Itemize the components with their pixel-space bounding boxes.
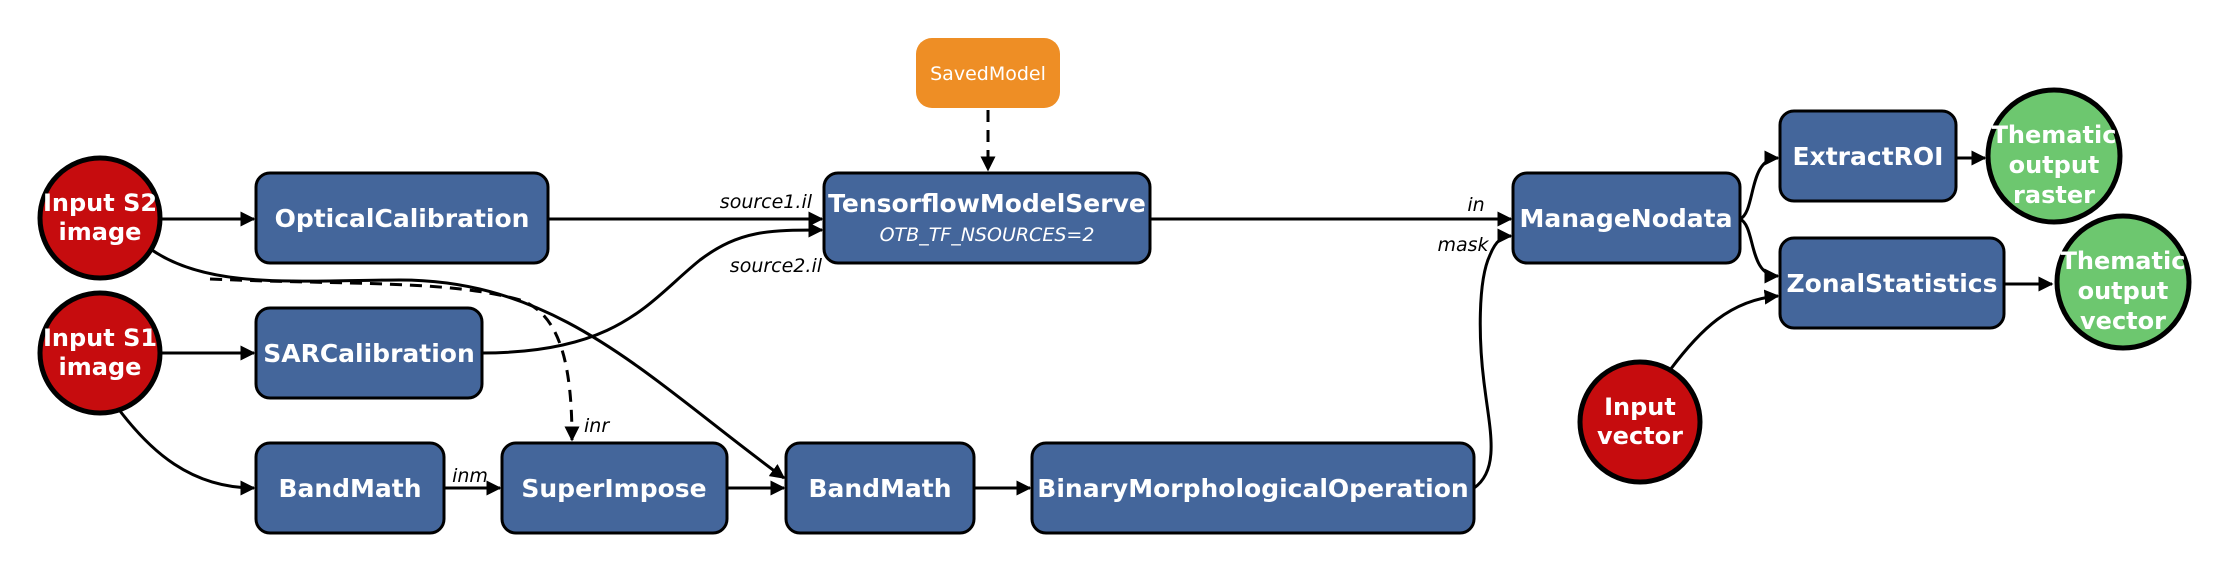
bandmath-1-node: BandMath — [254, 441, 446, 535]
edge-label-source1: source1.il — [720, 191, 813, 213]
output-raster-label-line3: raster — [2013, 181, 2095, 209]
input-s2-node: Input S2 image — [37, 155, 163, 281]
edge-binmorph-to-managenodata — [1473, 228, 1513, 490]
input-s2-label-line1: Input S2 — [43, 189, 157, 217]
saved-model-label: SavedModel — [930, 63, 1046, 85]
edge-s2-to-superimpose-dashed — [209, 277, 580, 442]
output-vector-label-line1: Thematic — [2061, 247, 2186, 275]
manage-nodata-node: ManageNodata — [1511, 171, 1742, 265]
superimpose-label: SuperImpose — [521, 474, 706, 503]
superimpose-node: SuperImpose — [500, 441, 729, 535]
edge-label-inm: inm — [452, 465, 488, 487]
bandmath-2-node: BandMath — [784, 441, 976, 535]
input-vector-label-line2: vector — [1597, 422, 1683, 450]
optical-calibration-label: OpticalCalibration — [275, 204, 530, 233]
extract-roi-label: ExtractROI — [1793, 142, 1944, 171]
edge-label-source2: source2.il — [730, 255, 823, 277]
edge-labels: source1.il source2.il in mask inr inm — [452, 191, 1489, 487]
tf-model-serve-sublabel: OTB_TF_NSOURCES=2 — [880, 224, 1095, 246]
bandmath-2-label: BandMath — [808, 474, 951, 503]
output-raster-node: Thematic output raster — [1985, 87, 2123, 225]
input-s1-node: Input S1 image — [37, 290, 163, 416]
input-vector-label-line1: Input — [1604, 393, 1676, 421]
output-raster-label-line1: Thematic — [1992, 121, 2117, 149]
output-vector-node: Thematic output vector — [2054, 213, 2192, 351]
manage-nodata-label: ManageNodata — [1520, 204, 1733, 233]
input-s1-label-line2: image — [59, 353, 142, 381]
zonal-statistics-label: ZonalStatistics — [1787, 269, 1998, 298]
sar-calibration-node: SARCalibration — [254, 306, 484, 400]
edge-managenodata-to-extractroi — [1739, 150, 1780, 221]
output-raster-label-line2: output — [2009, 151, 2100, 179]
bandmath-1-label: BandMath — [278, 474, 421, 503]
input-vector-node: Input vector — [1577, 359, 1703, 485]
edge-managenodata-to-zonal — [1739, 217, 1780, 284]
sar-calibration-label: SARCalibration — [263, 339, 475, 368]
edges — [118, 110, 2054, 496]
edge-label-in: in — [1467, 194, 1484, 216]
tf-model-serve-node: TensorflowModelServe OTB_TF_NSOURCES=2 — [822, 171, 1152, 265]
input-s2-label-line2: image — [59, 218, 142, 246]
input-s1-label-line1: Input S1 — [43, 324, 157, 352]
extract-roi-node: ExtractROI — [1778, 109, 1958, 203]
output-vector-label-line2: output — [2078, 277, 2169, 305]
edge-sar-to-tfserve — [481, 222, 824, 355]
binary-morph-label: BinaryMorphologicalOperation — [1037, 474, 1468, 503]
edge-s2-to-bandmath2 — [151, 248, 786, 480]
edge-inputvector-to-zonal — [1668, 289, 1780, 371]
saved-model-node: SavedModel — [916, 38, 1060, 108]
tf-model-serve-label: TensorflowModelServe — [828, 189, 1146, 218]
optical-calibration-node: OpticalCalibration — [254, 171, 550, 265]
output-vector-label-line3: vector — [2080, 307, 2166, 335]
edge-label-mask: mask — [1437, 234, 1489, 256]
binary-morph-node: BinaryMorphologicalOperation — [1030, 441, 1476, 535]
zonal-statistics-node: ZonalStatistics — [1778, 236, 2006, 330]
edge-s1-to-bandmath1 — [118, 410, 256, 496]
edge-label-inr: inr — [584, 415, 610, 437]
